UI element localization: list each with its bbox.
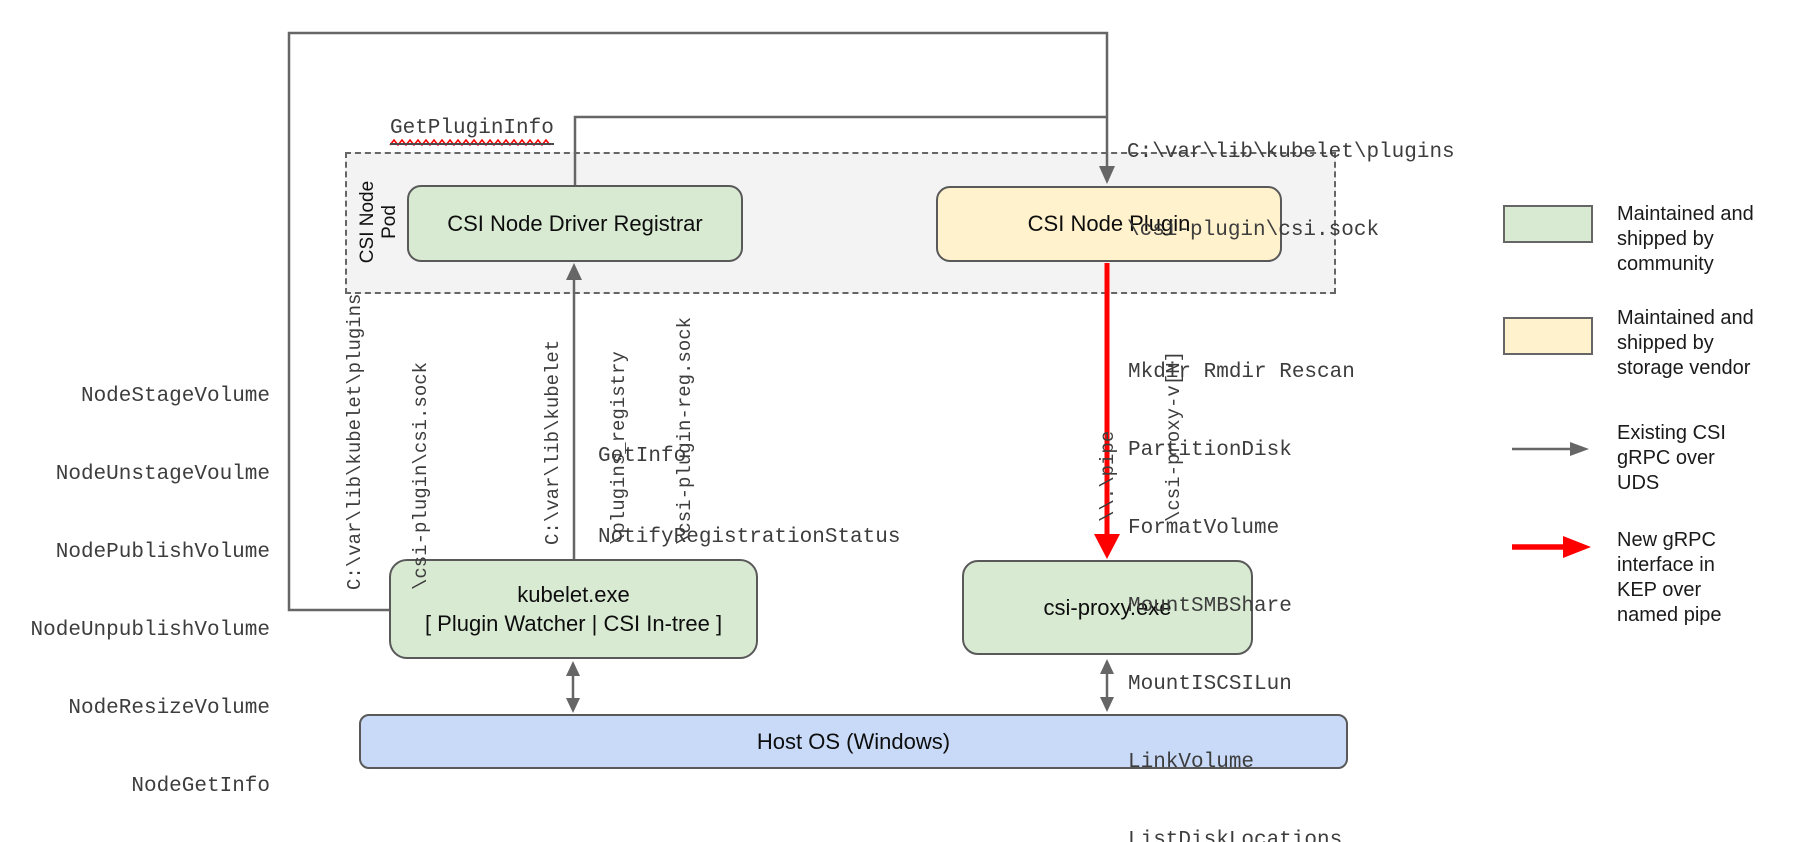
legend-uds-label: Existing CSI gRPC over UDS <box>1617 422 1726 494</box>
kubelet-csi-sock-path-label: C:\var\lib\kubelet\plugins \csi-plugin\c… <box>1127 141 1455 242</box>
legend-community-label: Maintained and shipped by community <box>1617 203 1754 275</box>
list-item: NodeResizeVolume <box>68 697 270 720</box>
list-item: FormatVolume <box>1128 517 1280 540</box>
csiproxy-red-arrowhead-icon <box>1094 534 1120 559</box>
legend-uds-arrowhead-icon <box>1570 442 1589 456</box>
legend-vendor-label: Maintained and shipped by storage vendor <box>1617 307 1754 379</box>
list-item: NodePublishVolume <box>55 541 270 564</box>
list-item: NodeStageVolume <box>80 385 270 408</box>
registration-sock-path-label: C:\var\lib\kubelet \plugins_registry \cs… <box>542 316 696 545</box>
left-csi-sock-path-label: C:\var\lib\kubelet\plugins \csi-plugin\c… <box>344 293 432 590</box>
list-item: MountSMBShare <box>1128 595 1292 618</box>
legend-community-swatch <box>1503 205 1593 243</box>
list-item: PartitionDisk <box>1128 439 1292 462</box>
registrar-arrowhead-icon <box>566 263 582 280</box>
csiproxy-host-up-arrowhead-icon <box>1100 659 1114 674</box>
legend-pipe-label: New gRPC interface in KEP over named pip… <box>1617 529 1722 626</box>
plugin-label: CSI Node Plugin <box>1027 211 1191 236</box>
kubelet-host-up-arrowhead-icon <box>566 661 580 676</box>
list-item: NodeGetInfo <box>131 775 270 798</box>
list-item: ListDiskLocations <box>1128 829 1343 842</box>
csi-node-driver-registrar-box: CSI Node Driver Registrar <box>407 185 743 262</box>
registrar-getplugininfo-line <box>573 115 1106 186</box>
kubelet-label-line2: [ Plugin Watcher | CSI In-tree ] <box>424 611 723 636</box>
plugin-arrowhead-icon <box>1099 166 1115 184</box>
kubelet-label-line1: kubelet.exe <box>517 582 630 607</box>
node-rpc-method-list: NodeStageVolume NodeUnstageVoulme NodePu… <box>18 332 270 842</box>
csiproxy-host-down-arrowhead-icon <box>1100 697 1114 712</box>
csi-proxy-label: csi-proxy.exe <box>1043 594 1172 620</box>
csi-proxy-method-list: Mkdir Rmdir Rescan PartitionDisk FormatV… <box>1128 308 1355 842</box>
named-pipe-path-label: \\.\pipe \csi-proxy-v[N] <box>1097 350 1185 522</box>
registrar-label: CSI Node Driver Registrar <box>447 210 703 236</box>
list-item: MountISCSILun <box>1128 673 1292 696</box>
list-item: NodeUnstageVoulme <box>55 463 270 486</box>
kubelet-host-down-arrowhead-icon <box>566 698 580 713</box>
kubelet-to-plugin-uds-line <box>287 31 1109 612</box>
getplugininfo-label: GetPluginInfo <box>390 116 554 145</box>
list-item: NotifyRegistrationStatus <box>598 526 901 549</box>
host-os-box: Host OS (Windows) <box>359 714 1348 769</box>
list-item: NodeUnpublishVolume <box>30 619 270 642</box>
list-item: LinkVolume <box>1128 751 1255 774</box>
registration-method-list: GetInfo NotifyRegistrationStatus <box>598 389 900 605</box>
host-os-label: Host OS (Windows) <box>756 728 951 754</box>
list-item: GetInfo <box>598 445 687 468</box>
legend-pipe-arrowhead-icon <box>1563 536 1591 558</box>
csi-node-pod-label: CSI Node Pod <box>357 180 400 264</box>
legend-vendor-swatch <box>1503 317 1593 355</box>
kubelet-box: kubelet.exe [ Plugin Watcher | CSI In-tr… <box>389 559 758 659</box>
csi-proxy-box: csi-proxy.exe <box>962 560 1253 655</box>
spellcheck-squiggle-icon <box>389 138 551 147</box>
list-item: Mkdir Rmdir Rescan <box>1128 361 1355 384</box>
csi-node-plugin-box: CSI Node Plugin <box>936 186 1282 262</box>
